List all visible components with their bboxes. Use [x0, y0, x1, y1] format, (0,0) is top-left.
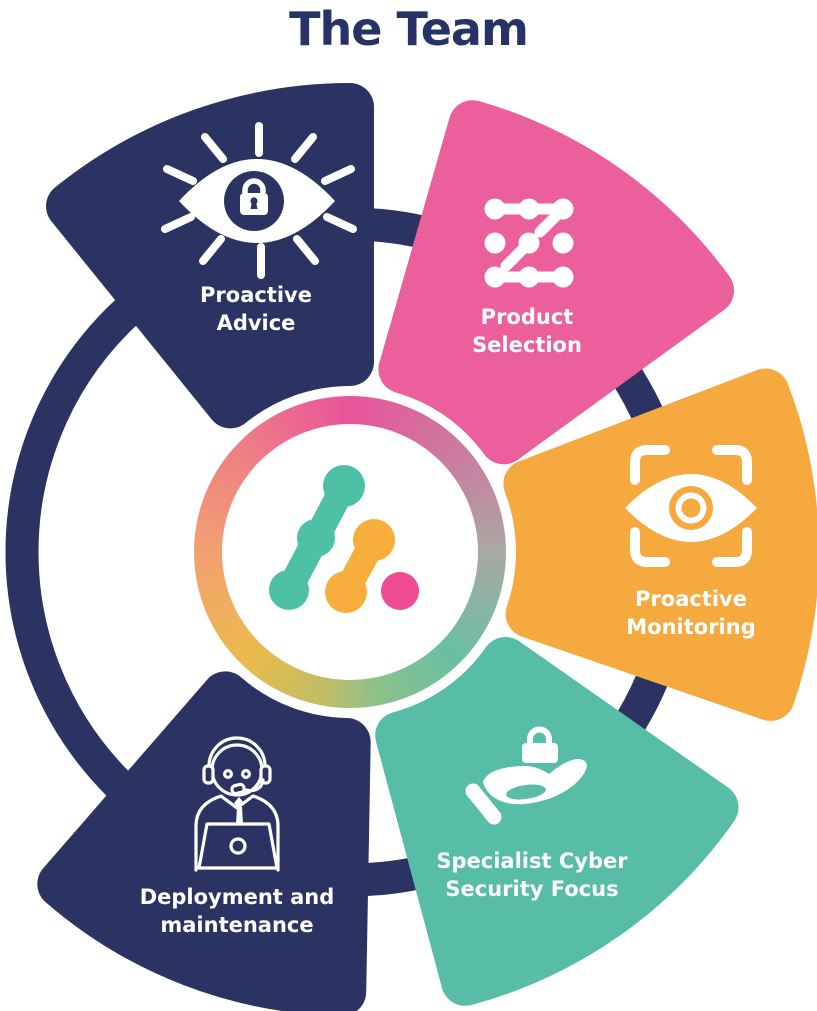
hand-lock-icon [465, 726, 587, 825]
label-line: maintenance [160, 912, 314, 937]
label-product-selection: Product Selection [402, 304, 652, 359]
label-line: Product [480, 305, 574, 329]
label-proactive-monitoring: Proactive Monitoring [566, 586, 816, 641]
page-title: The Team [289, 2, 529, 56]
label-line: Selection [472, 332, 582, 357]
label-line: Deployment and [139, 885, 335, 909]
label-deployment-maintenance: Deployment and maintenance [112, 884, 362, 939]
scan-eye-icon [625, 445, 757, 567]
logo-inner-circle [222, 424, 478, 680]
label-proactive-advice: Proactive Advice [131, 282, 381, 337]
label-line: Advice [216, 310, 296, 335]
wedge-proactive-monitoring [503, 368, 817, 721]
label-line: Proactive [635, 587, 747, 611]
support-agent-icon [194, 736, 280, 872]
label-line: Proactive [200, 283, 312, 307]
pattern-dots-icon [484, 198, 574, 288]
label-line: Specialist Cyber [436, 849, 628, 873]
wedge-specialist-cyber [375, 637, 739, 1006]
eye-lock-icon [161, 122, 357, 279]
label-specialist-cyber: Specialist Cyber Security Focus [407, 848, 657, 903]
label-line: Security Focus [445, 876, 619, 901]
label-line: Monitoring [626, 614, 756, 639]
